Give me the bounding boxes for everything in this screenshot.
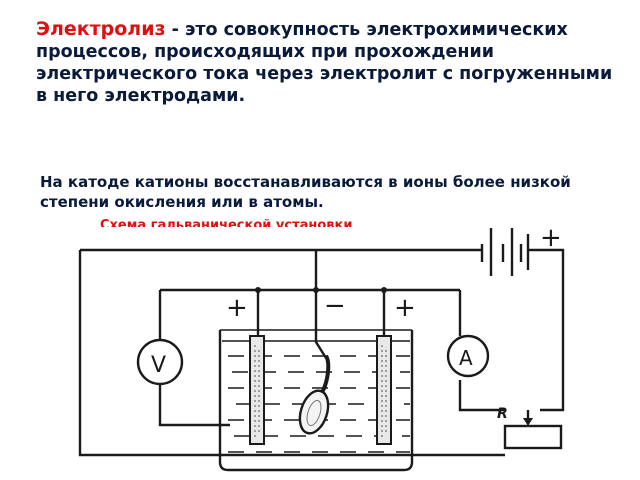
definition-text: - это совокупность электрохимических про… — [36, 20, 613, 106]
right-anode-sign: + — [394, 293, 416, 323]
left-anode-sign: + — [226, 293, 248, 323]
spoon-cathode — [298, 354, 331, 435]
voltmeter-label: V — [151, 353, 166, 378]
left-anode-plate — [249, 335, 265, 445]
battery-plus-sign: + — [540, 223, 562, 253]
ammeter-wire-bottom — [458, 380, 505, 412]
term-electrolysis: Электролиз — [36, 18, 166, 40]
rheostat-label: R — [497, 406, 508, 422]
scheme-caption: Схема гальванической установки — [100, 219, 353, 227]
right-anode-plate — [376, 335, 392, 445]
rheostat — [503, 424, 563, 450]
cathode-sign: − — [324, 291, 346, 321]
cathode-wire — [314, 290, 328, 359]
ammeter — [446, 334, 490, 378]
outer-left-wire — [78, 250, 505, 457]
voltmeter-wire-bottom — [158, 384, 230, 427]
definition-paragraph: Электролиз - это совокупность электрохим… — [36, 18, 616, 107]
voltmeter — [136, 338, 184, 386]
definition-end: . — [238, 86, 246, 106]
rheostat-slider-arrow — [523, 418, 533, 426]
battery: + — [480, 223, 562, 276]
ammeter-label: A — [459, 346, 473, 370]
cathode-note: На катоде катионы восстанавливаются в ио… — [40, 173, 571, 211]
top-wire-right — [528, 248, 565, 412]
